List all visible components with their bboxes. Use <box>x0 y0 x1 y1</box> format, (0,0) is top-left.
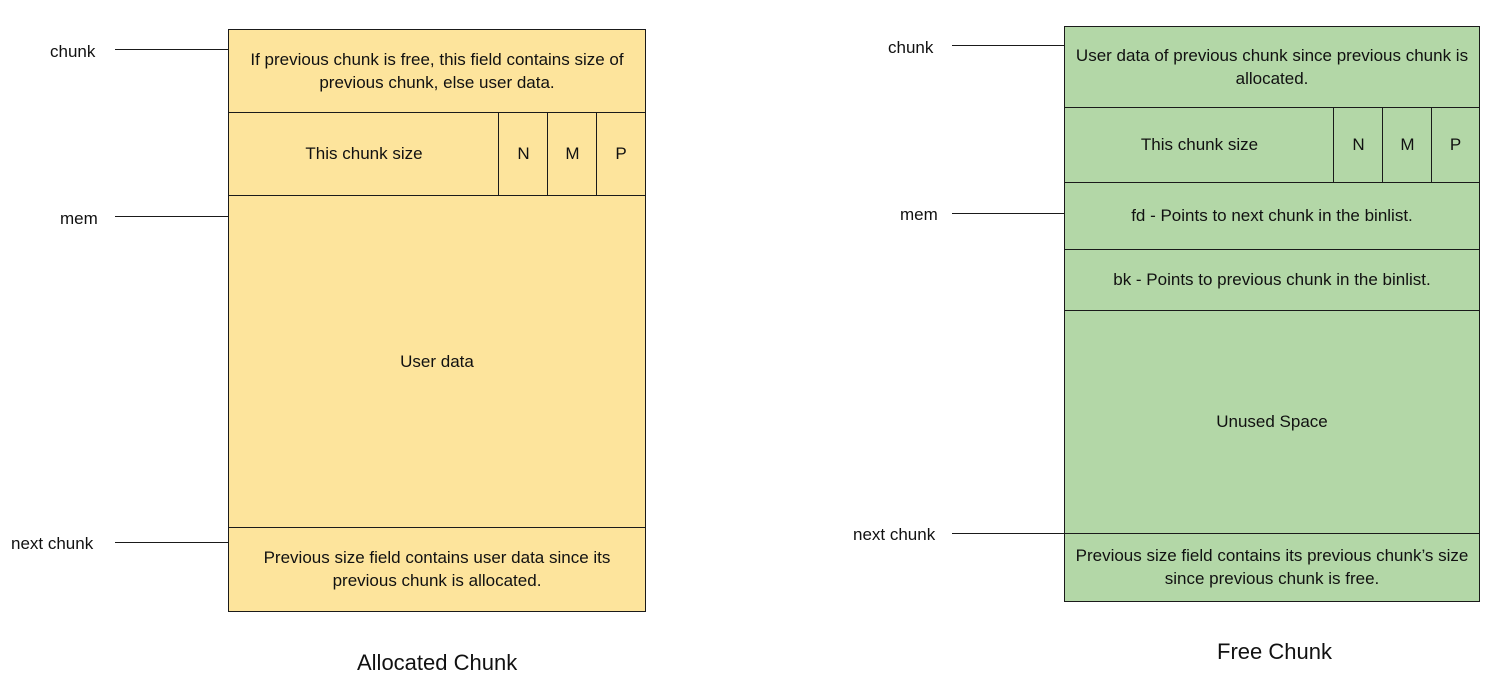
flag-m: M <box>1382 107 1433 184</box>
next-chunk-pointer-arrow <box>115 537 240 547</box>
mem-pointer-arrow <box>115 211 240 221</box>
next-prev-size-field: Previous size field contains user data s… <box>228 527 646 612</box>
chunk-pointer-label: chunk <box>888 38 934 57</box>
chunk-pointer-arrow <box>952 40 1077 50</box>
flag-n: N <box>498 112 549 197</box>
free-chunk-caption: Free Chunk <box>1217 639 1332 664</box>
bk-field: bk - Points to previous chunk in the bin… <box>1064 249 1480 312</box>
next-chunk-pointer-label: next chunk <box>853 525 936 544</box>
user-data-field: User data <box>228 195 646 529</box>
flag-p: P <box>1431 107 1480 184</box>
chunk-pointer-arrow <box>115 44 240 54</box>
flag-p: P <box>596 112 646 197</box>
flag-m: M <box>547 112 598 197</box>
chunk-size-field: This chunk size <box>1064 107 1335 184</box>
mem-pointer-arrow <box>952 208 1077 218</box>
flag-n: N <box>1333 107 1384 184</box>
unused-space-field: Unused Space <box>1064 310 1480 535</box>
mem-pointer-label: mem <box>900 205 938 224</box>
prev-size-field: If previous chunk is free, this field co… <box>228 29 646 114</box>
fd-field: fd - Points to next chunk in the binlist… <box>1064 182 1480 251</box>
chunk-size-field: This chunk size <box>228 112 500 197</box>
next-prev-size-field: Previous size field contains its previou… <box>1064 533 1480 602</box>
chunk-pointer-label: chunk <box>50 42 96 61</box>
prev-size-field: User data of previous chunk since previo… <box>1064 26 1480 109</box>
allocated-chunk-caption: Allocated Chunk <box>357 650 518 675</box>
mem-pointer-label: mem <box>60 209 98 228</box>
next-chunk-pointer-arrow <box>952 528 1077 538</box>
next-chunk-pointer-label: next chunk <box>11 534 94 553</box>
